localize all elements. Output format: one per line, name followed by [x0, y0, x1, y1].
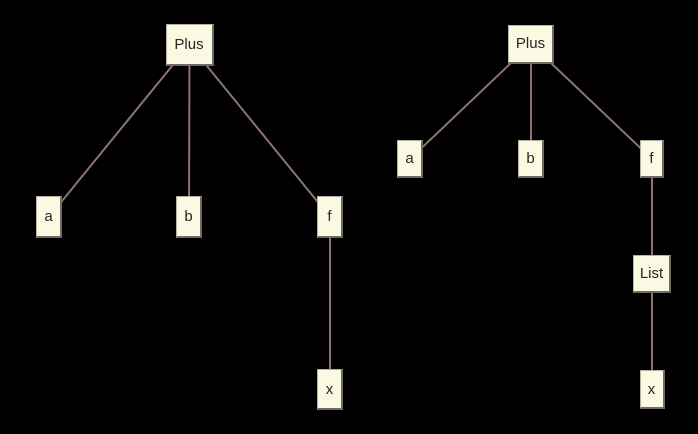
tree-2-node-a: a [397, 140, 423, 178]
tree-2-node-f: f [640, 140, 664, 178]
tree-1-edge-plus-a [48, 43, 191, 218]
tree-2-node-list: List [633, 255, 671, 293]
tree-1-edge-plus-b [188, 44, 191, 218]
tree-1-node-b: b [176, 196, 202, 238]
tree-1-node-plus: Plus [165, 23, 214, 66]
tree-1-node-a: a [36, 196, 62, 238]
tree-1-node-f: f [317, 196, 343, 238]
tree-2-node-plus: Plus [508, 24, 554, 64]
tree-1-edge-plus-f [188, 43, 331, 218]
tree-1-node-x: x [317, 369, 343, 410]
tree-2-node-b: b [518, 140, 544, 178]
tree-2-node-x: x [639, 370, 665, 409]
